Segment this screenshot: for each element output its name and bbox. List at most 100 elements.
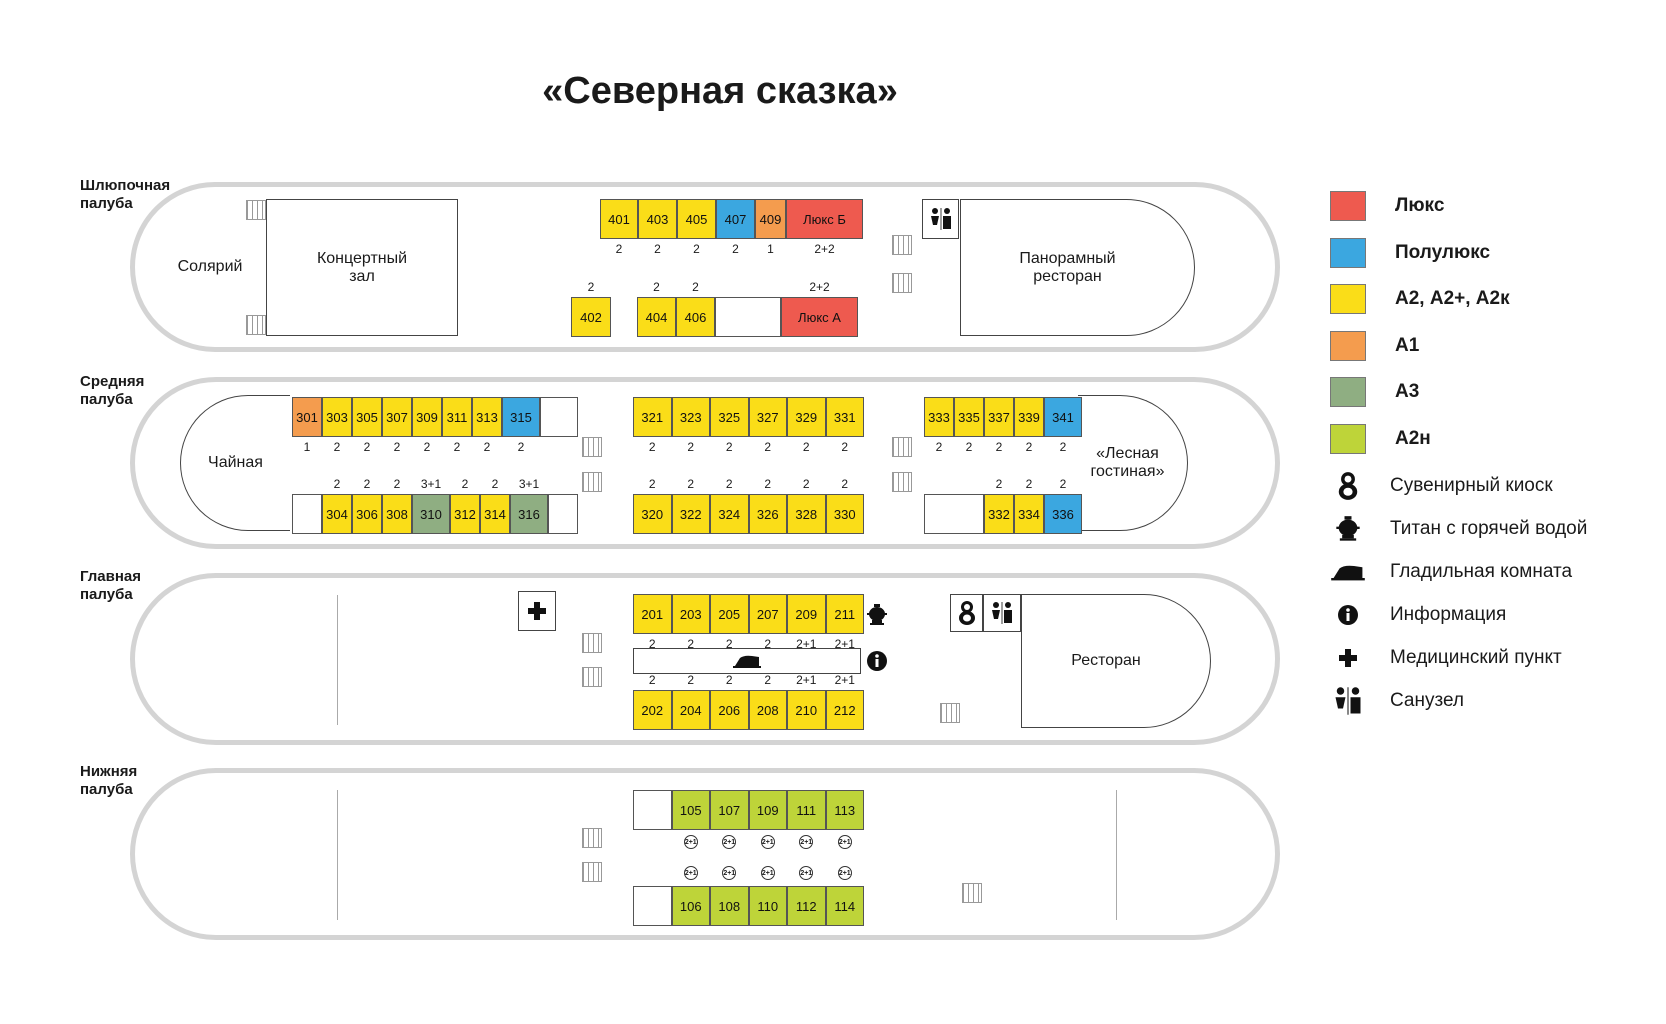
forest-lounge-label: «Лесная гостиная» (1090, 445, 1165, 480)
cabin-309[interactable]: 309 (412, 397, 442, 437)
toilet-box (983, 594, 1021, 632)
berth-count: 2 (648, 673, 656, 687)
cabin-328[interactable]: 328 (787, 494, 826, 534)
berth-count: 2 (363, 477, 371, 491)
cabin-315[interactable]: 315 (502, 397, 540, 437)
cabin-324[interactable]: 324 (710, 494, 749, 534)
cabin-110[interactable]: 110 (748, 886, 787, 926)
cabin-341[interactable]: 341 (1044, 397, 1082, 437)
legend-swatch-a1 (1330, 330, 1366, 361)
cabin-403[interactable]: 403 (638, 199, 677, 239)
cabin-107[interactable]: 107 (710, 790, 749, 830)
cabin-114[interactable]: 114 (825, 886, 864, 926)
cabin-212[interactable]: 212 (825, 690, 864, 730)
berth-count: 2+1 (799, 866, 814, 880)
cabin-306[interactable]: 306 (352, 494, 382, 534)
cabin-322[interactable]: 322 (671, 494, 710, 534)
cabin-332[interactable]: 332 (984, 494, 1014, 534)
cabin-323[interactable]: 323 (671, 397, 710, 437)
legend-swatch-a3 (1330, 377, 1366, 407)
cabin-310[interactable]: 310 (412, 494, 450, 534)
cabin-206[interactable]: 206 (710, 690, 749, 730)
berth-count: 2 (725, 477, 733, 491)
berth-count: 2 (802, 477, 810, 491)
cabin-208[interactable]: 208 (748, 690, 787, 730)
cabin-334[interactable]: 334 (1014, 494, 1044, 534)
cabin-312[interactable]: 312 (450, 494, 480, 534)
berth-count: 2 (764, 673, 772, 687)
cabin-112[interactable]: 112 (787, 886, 826, 926)
cabin-326[interactable]: 326 (748, 494, 787, 534)
cabin-303[interactable]: 303 (322, 397, 352, 437)
cabin-330[interactable]: 330 (825, 494, 864, 534)
cabin-401[interactable]: 401 (600, 199, 638, 239)
forest-lounge: «Лесная гостиная» (1078, 395, 1188, 531)
cabin-331[interactable]: 331 (825, 397, 864, 437)
cabin-108[interactable]: 108 (710, 886, 749, 926)
cabin-111[interactable]: 111 (787, 790, 826, 830)
berth-count: 2+1 (834, 673, 855, 687)
cabin-313[interactable]: 313 (472, 397, 502, 437)
berth-count: 2 (393, 440, 401, 454)
cabin-105[interactable]: 105 (671, 790, 710, 830)
medical-box (518, 591, 556, 631)
cabin-311[interactable]: 311 (442, 397, 472, 437)
cabin-409[interactable]: 409 (755, 199, 786, 239)
cabin-209[interactable]: 209 (787, 594, 826, 634)
cabin-109[interactable]: 109 (748, 790, 787, 830)
cabin-316[interactable]: 316 (510, 494, 548, 534)
samovar-icon (867, 604, 887, 625)
berth-count: 2 (483, 440, 491, 454)
cabin-203[interactable]: 203 (671, 594, 710, 634)
samovar-marker (866, 603, 888, 632)
cabin-406[interactable]: 406 (676, 297, 715, 337)
cabin-327[interactable]: 327 (748, 397, 787, 437)
cabin-308[interactable]: 308 (382, 494, 412, 534)
cabin-321[interactable]: 321 (633, 397, 672, 437)
cabin-339[interactable]: 339 (1014, 397, 1044, 437)
cabin-210[interactable]: 210 (787, 690, 826, 730)
berth-count: 2 (648, 440, 656, 454)
stairs-icon (582, 437, 602, 457)
cabin-301[interactable]: 301 (292, 397, 322, 437)
cabin-201[interactable]: 201 (633, 594, 672, 634)
cabin-325[interactable]: 325 (710, 397, 749, 437)
hull-middle-deck (130, 377, 1280, 549)
cabin-207[interactable]: 207 (748, 594, 787, 634)
cabin-407[interactable]: 407 (716, 199, 755, 239)
cabin-304[interactable]: 304 (322, 494, 352, 534)
toilet-icon (992, 602, 1012, 624)
cabin-404[interactable]: 404 (637, 297, 676, 337)
cabin-211[interactable]: 211 (825, 594, 864, 634)
cabin-335[interactable]: 335 (954, 397, 984, 437)
cabin-333[interactable]: 333 (924, 397, 954, 437)
cabin-106[interactable]: 106 (671, 886, 710, 926)
cabin-336[interactable]: 336 (1044, 494, 1082, 534)
cabin-329[interactable]: 329 (787, 397, 826, 437)
berth-count: 2 (764, 637, 772, 651)
cabin-305[interactable]: 305 (352, 397, 382, 437)
cabin-202[interactable]: 202 (633, 690, 672, 730)
cabin-Люкс Б[interactable]: Люкс Б (786, 199, 863, 239)
cabin-405[interactable]: 405 (677, 199, 716, 239)
berth-count: 2 (1025, 440, 1033, 454)
berth-count: 2 (802, 440, 810, 454)
cabin-307[interactable]: 307 (382, 397, 412, 437)
cabin-205[interactable]: 205 (710, 594, 749, 634)
cabin-314[interactable]: 314 (480, 494, 510, 534)
berth-count: 2 (725, 637, 733, 651)
cabin-empty (633, 790, 672, 830)
hull-lower-deck (130, 768, 1280, 940)
cabin-Люкс А[interactable]: Люкс А (781, 297, 858, 337)
cabin-402[interactable]: 402 (571, 297, 611, 337)
cabin-empty (540, 397, 578, 437)
berth-count: 2 (693, 242, 700, 256)
berth-count: 2 (333, 440, 341, 454)
cabin-337[interactable]: 337 (984, 397, 1014, 437)
cabin-113[interactable]: 113 (825, 790, 864, 830)
hull-boat-deck (130, 182, 1280, 352)
panoramic-restaurant: Панорамный ресторан (960, 199, 1195, 336)
cabin-204[interactable]: 204 (671, 690, 710, 730)
cabin-320[interactable]: 320 (633, 494, 672, 534)
deck-label-main: Главная палуба (80, 568, 142, 603)
